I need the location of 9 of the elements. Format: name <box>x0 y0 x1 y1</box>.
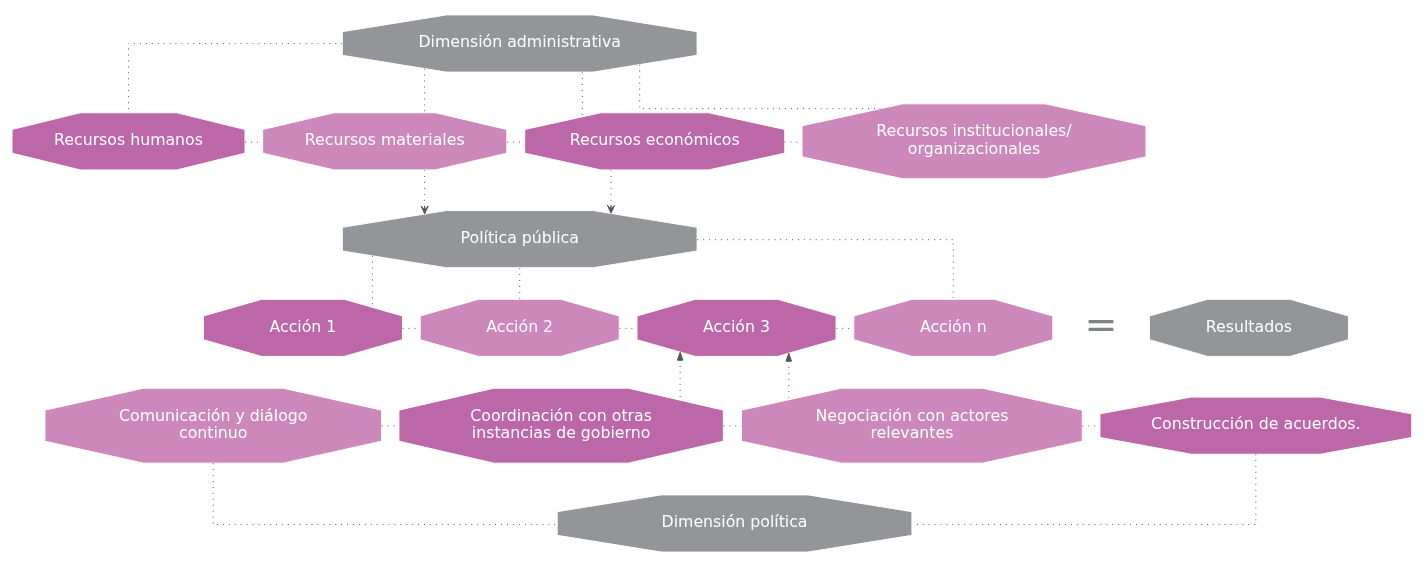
connector <box>371 255 373 308</box>
connector <box>212 462 558 525</box>
arrow <box>420 169 429 215</box>
arrow <box>785 352 792 401</box>
connector <box>639 64 881 110</box>
label: = <box>1084 300 1118 347</box>
connector <box>696 239 954 300</box>
arrow <box>606 169 616 214</box>
connector <box>424 68 426 113</box>
